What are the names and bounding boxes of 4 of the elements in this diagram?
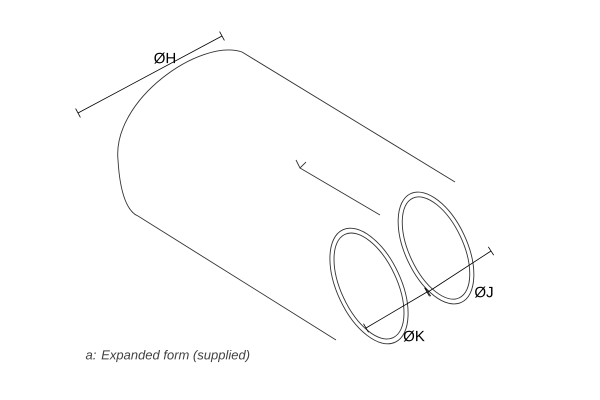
dimension-label: ØK <box>404 330 425 342</box>
dimension-label: ØJ <box>474 286 492 298</box>
caption: a: Expanded form (supplied) <box>86 350 250 362</box>
dimension-label: ØH <box>154 52 176 64</box>
